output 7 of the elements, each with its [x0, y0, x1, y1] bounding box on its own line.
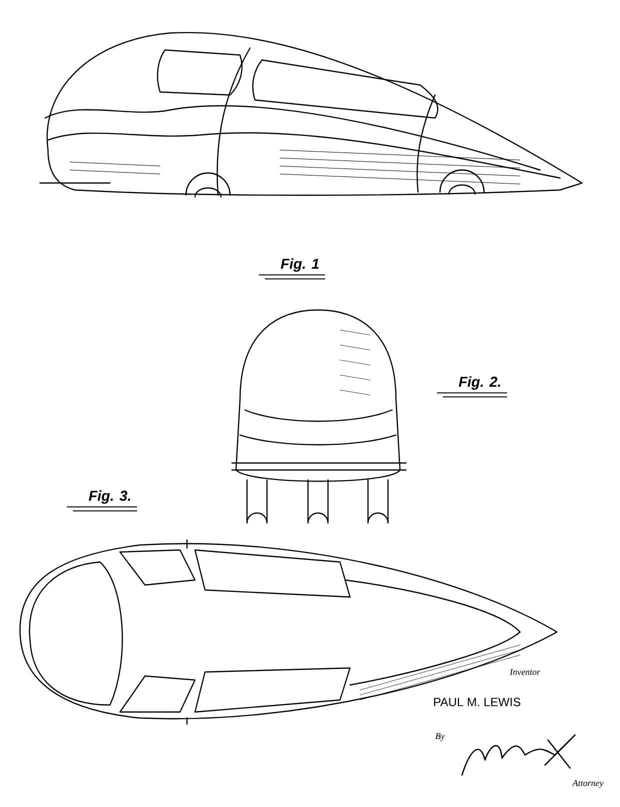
signature-caption: By — [435, 733, 445, 741]
figure-label: Fig. 3. — [66, 490, 138, 512]
signature-caption: Attorney — [572, 780, 604, 788]
figure-label: Fig. 1 — [258, 258, 326, 280]
signature-caption: Inventor — [510, 669, 540, 675]
figure-label: Fig. 2. — [436, 376, 508, 398]
inventor-name: PAUL M. LEWIS — [434, 698, 520, 706]
